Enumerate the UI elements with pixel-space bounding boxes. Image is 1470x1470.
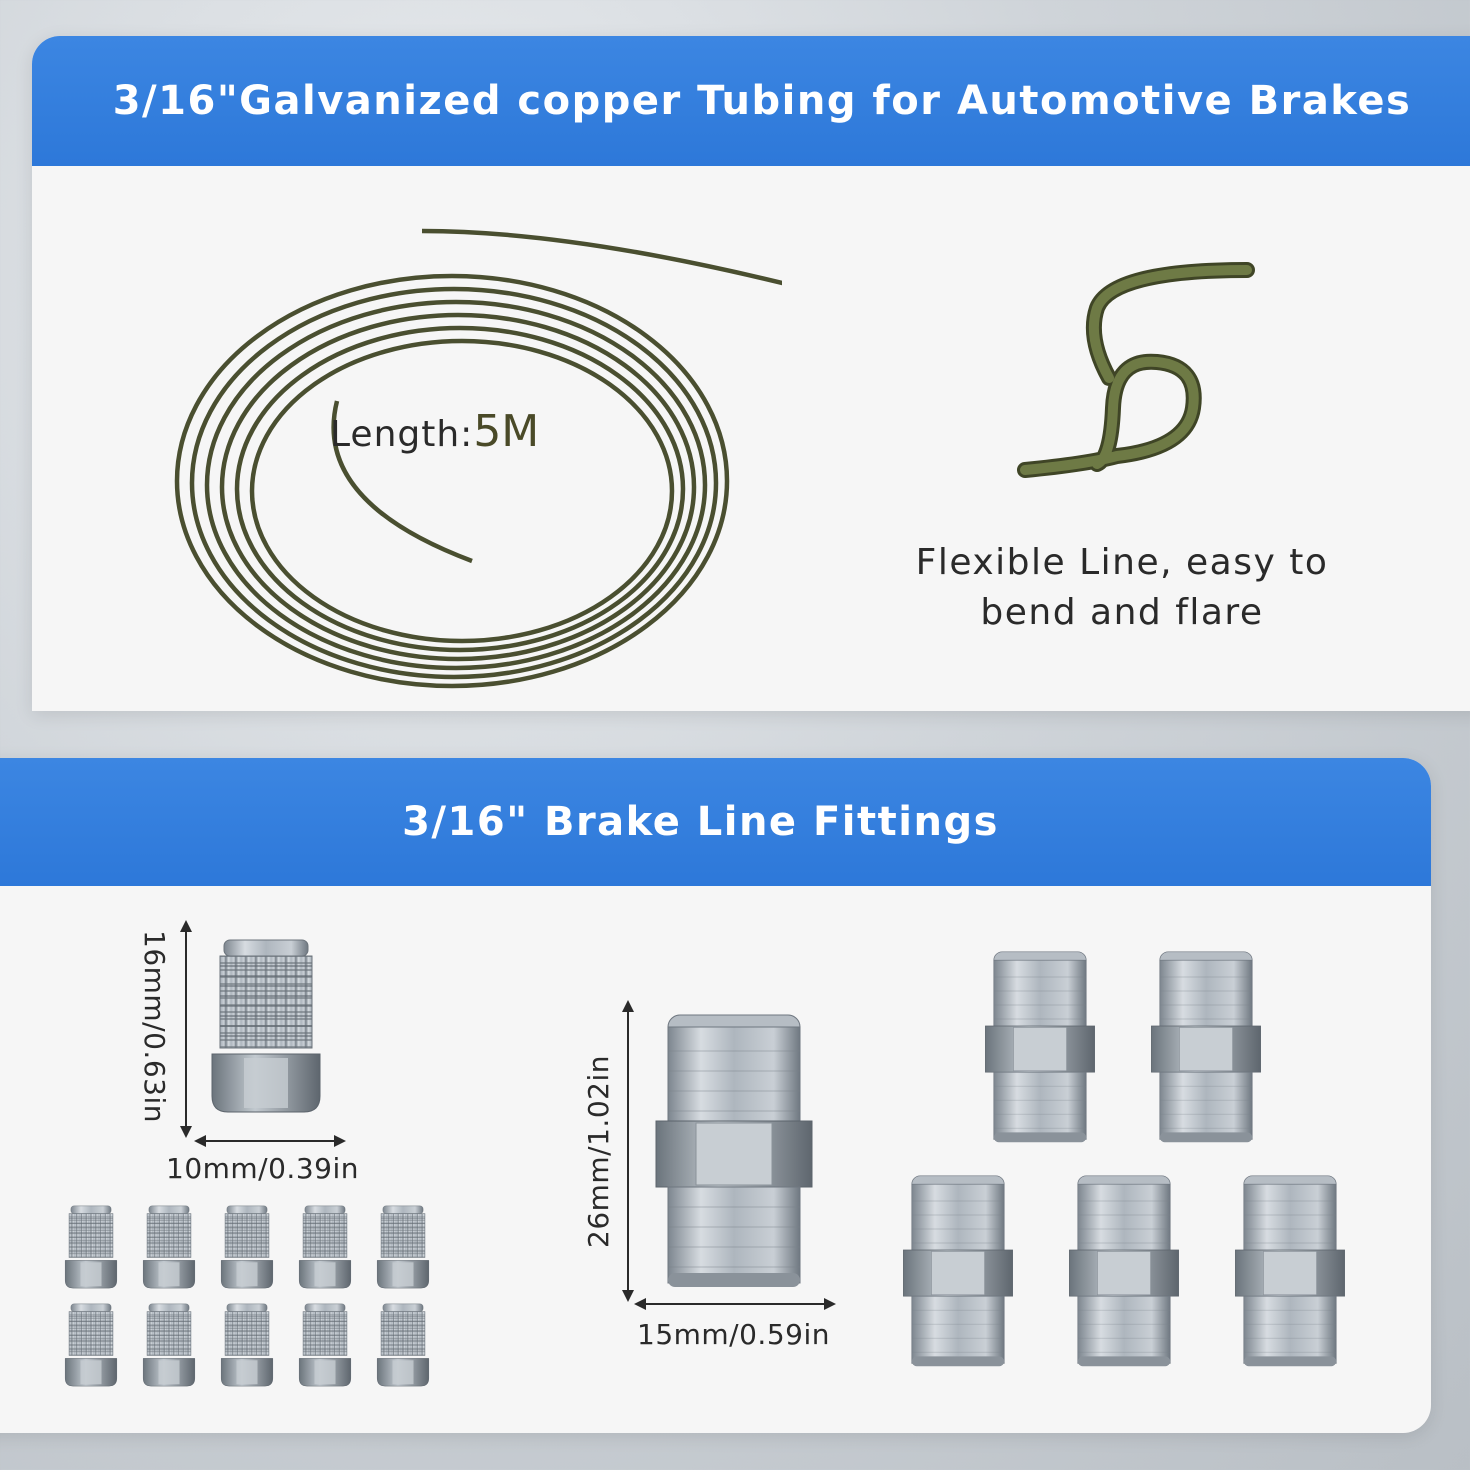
- tube-nut-large-image: [206, 936, 326, 1116]
- nut-width-arrow: [194, 1135, 346, 1147]
- tube-nut-9: [296, 1302, 354, 1388]
- tube-nut-10: [374, 1302, 432, 1388]
- fittings-panel-title: 3/16" Brake Line Fittings: [0, 758, 1431, 886]
- length-label: Length:: [330, 414, 474, 455]
- tube-nut-set: [62, 1204, 462, 1394]
- nut-height-label: 16mm/0.63in: [138, 930, 171, 1123]
- flex-caption-line-1: Flexible Line, easy to: [915, 542, 1329, 583]
- tube-nut-3: [218, 1204, 276, 1290]
- tube-nut-8: [218, 1302, 276, 1388]
- bent-tube-image: [1017, 262, 1255, 478]
- union-width-arrow: [634, 1298, 836, 1310]
- union-5: [1234, 1172, 1346, 1370]
- tubing-panel: 3/16"Galvanized copper Tubing for Automo…: [32, 36, 1470, 711]
- union-2: [1150, 948, 1262, 1146]
- union-height-arrow: [622, 1000, 634, 1302]
- flexible-line-caption: Flexible Line, easy to bend and flare: [892, 538, 1352, 638]
- union-width-label: 15mm/0.59in: [637, 1318, 830, 1351]
- tubing-panel-title: 3/16"Galvanized copper Tubing for Automo…: [32, 36, 1470, 166]
- union-set: [900, 948, 1350, 1378]
- union-height-label: 26mm/1.02in: [582, 1055, 615, 1248]
- tube-nut-6: [62, 1302, 120, 1388]
- nut-height-arrow: [180, 920, 192, 1138]
- tube-nut-2: [140, 1204, 198, 1290]
- tube-nut-7: [140, 1302, 198, 1388]
- union-4: [1068, 1172, 1180, 1370]
- union-1: [984, 948, 1096, 1146]
- nut-width-label: 10mm/0.39in: [166, 1152, 359, 1185]
- flex-caption-line-2: bend and flare: [980, 592, 1264, 633]
- union-large-image: [654, 1010, 814, 1292]
- union-3: [902, 1172, 1014, 1370]
- length-value: 5M: [473, 406, 540, 457]
- length-annotation: Length:5M: [330, 406, 539, 457]
- tube-nut-5: [374, 1204, 432, 1290]
- tube-nut-4: [296, 1204, 354, 1290]
- coiled-tubing-image: [174, 228, 782, 689]
- fittings-panel: 3/16" Brake Line Fittings 16mm/0.63in 10…: [0, 758, 1431, 1433]
- tube-nut-1: [62, 1204, 120, 1290]
